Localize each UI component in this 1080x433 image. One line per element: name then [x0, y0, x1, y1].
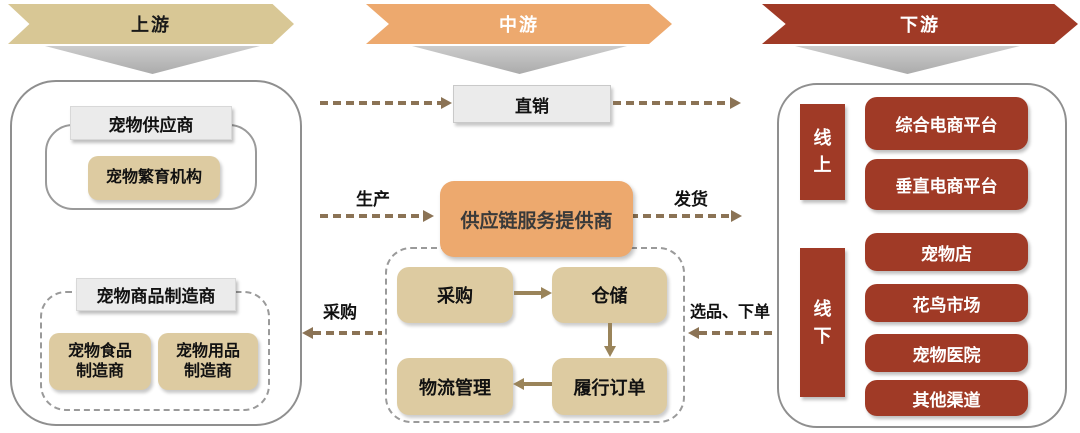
channel-pet-store: 宠物店 [865, 233, 1028, 271]
downstream-panel: 线 上 综合电商平台 垂直电商平台 线 下 宠物店 花鸟市场 宠物医院 其他渠道 [777, 83, 1067, 428]
arrowhead-right-icon [441, 97, 452, 109]
channel-other: 其他渠道 [865, 380, 1028, 416]
pet-supplies-manufacturer-box: 宠物用品 制造商 [158, 333, 258, 390]
arrowhead-left-icon [302, 327, 313, 339]
channel-flower-bird-market: 花鸟市场 [865, 284, 1028, 322]
warehousing-box: 仓储 [552, 267, 667, 323]
banner-upstream: 上游 [8, 4, 294, 44]
dashed-arrow-production [320, 209, 434, 223]
direct-sales-box: 直销 [453, 85, 611, 123]
online-tag: 线 上 [800, 104, 845, 200]
banner-midstream: 中游 [366, 4, 672, 44]
offline-tag: 线 下 [800, 248, 845, 397]
dashed-arrow-to-direct-sales [320, 96, 452, 110]
triangle-down-icon [412, 46, 627, 74]
pet-supplier-header: 宠物供应商 [70, 106, 232, 140]
dashed-arrow-from-direct-sales [613, 96, 741, 110]
triangle-down-icon [45, 46, 260, 74]
dashed-arrow-select-order [688, 326, 774, 340]
procure-label: 采购 [323, 303, 357, 322]
arrowhead-right-icon [730, 97, 741, 109]
upstream-panel: 宠物供应商 宠物繁育机构 宠物商品制造商 宠物食品 制造商 宠物用品 制造商 [10, 80, 302, 426]
pet-goods-manufacturer-header: 宠物商品制造商 [76, 278, 236, 311]
fulfillment-box: 履行订单 [552, 358, 667, 415]
channel-comprehensive-ecommerce: 综合电商平台 [865, 97, 1028, 150]
select-order-label: 选品、下单 [689, 304, 770, 321]
arrowhead-right-icon [541, 287, 552, 299]
triangle-down-icon [795, 46, 1020, 74]
shipping-label: 发货 [674, 190, 708, 209]
banner-downstream-label: 下游 [900, 15, 940, 35]
solid-arrow-procurement-to-warehousing [514, 286, 552, 300]
solid-arrow-warehousing-to-fulfillment [603, 323, 617, 357]
dashed-arrow-procure-to-upstream [302, 326, 382, 340]
procurement-box: 采购 [397, 267, 513, 323]
channel-pet-hospital: 宠物医院 [865, 334, 1028, 372]
dashed-arrow-shipping [630, 209, 742, 223]
logistics-box: 物流管理 [397, 358, 513, 415]
solid-arrow-fulfillment-to-logistics [513, 377, 552, 391]
arrowhead-left-icon [513, 378, 524, 390]
channel-vertical-ecommerce: 垂直电商平台 [865, 159, 1028, 210]
production-label: 生产 [356, 190, 390, 209]
pet-breeding-box: 宠物繁育机构 [88, 156, 220, 200]
arrowhead-down-icon [604, 346, 616, 357]
pet-food-manufacturer-box: 宠物食品 制造商 [49, 333, 151, 390]
arrowhead-right-icon [731, 210, 742, 222]
supply-chain-provider-box: 供应链服务提供商 [440, 181, 633, 257]
arrowhead-left-icon [688, 327, 699, 339]
banner-downstream: 下游 [762, 4, 1078, 44]
banner-upstream-label: 上游 [131, 15, 171, 35]
banner-midstream-label: 中游 [499, 15, 539, 35]
arrowhead-right-icon [423, 210, 434, 222]
